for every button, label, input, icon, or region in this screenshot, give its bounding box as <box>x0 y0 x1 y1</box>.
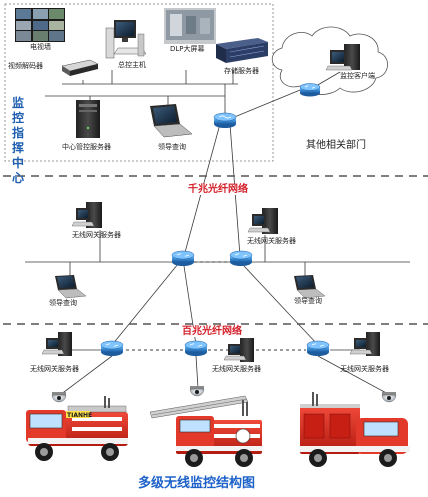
tv-wall-icon <box>15 8 65 42</box>
link-left-vehicle <box>111 263 179 346</box>
dome-camera-right-icon <box>381 392 397 403</box>
video-decoder-icon <box>61 59 99 76</box>
center-server-icon <box>76 100 100 138</box>
fire-truck-left <box>26 396 128 461</box>
vehicle-server-left-icon <box>41 332 72 356</box>
monitor-client-label: 监控客户端 <box>340 72 375 80</box>
video-decoder-label: 视频解码器 <box>8 62 43 70</box>
fire-truck-mid <box>149 395 262 467</box>
center-server-label: 中心管控服务器 <box>62 143 111 151</box>
center-laptop-icon <box>150 104 193 138</box>
dlp-screen-label: DLP大屏幕 <box>170 45 205 53</box>
mid-leader-query-right-label: 领导查询 <box>294 297 322 305</box>
vehicle-server-right-label: 无线网关服务器 <box>340 365 389 373</box>
center-frame <box>4 3 274 162</box>
mid-laptop-left-icon <box>55 275 87 299</box>
vehicle-router-right-icon <box>306 340 330 356</box>
gigabit-router-right-icon <box>229 250 253 266</box>
cloud-router-icon <box>299 83 321 97</box>
link-right-vehicle <box>243 265 319 346</box>
center-leader-query-label: 领导查询 <box>158 143 186 151</box>
dlp-screen-icon <box>164 8 216 44</box>
vehicle-router-left-icon <box>100 340 124 356</box>
wireless-server-left-icon <box>71 202 102 228</box>
other-dept-cloud <box>271 26 388 95</box>
vehicle-router-mid-icon <box>184 340 208 356</box>
hundred-mb-network-label: 百兆光纤网络 <box>180 326 244 337</box>
storage-server-icon <box>216 38 268 63</box>
monitor-client-icon <box>325 44 360 71</box>
dome-camera-mid-icon <box>189 386 205 397</box>
mid-wireless-server-right-label: 无线网关服务器 <box>247 237 296 245</box>
wireless-server-right-icon <box>247 208 278 234</box>
command-center-title: 监控 指挥 中心 <box>12 96 32 186</box>
command-center-title-line-3: 中心 <box>12 156 25 185</box>
main-host-icon <box>105 20 147 59</box>
other-dept-label: 其他相关部门 <box>306 140 366 151</box>
gigabit-network-label: 千兆光纤网络 <box>186 184 250 195</box>
mid-laptop-right-icon <box>294 275 326 299</box>
command-center-title-line-2: 指挥 <box>12 126 25 155</box>
fire-truck-right <box>300 392 410 467</box>
vehicle-server-left-label: 无线网关服务器 <box>30 365 79 373</box>
command-center-title-line-1: 监控 <box>12 96 25 125</box>
mid-wireless-server-left-label: 无线网关服务器 <box>72 231 121 239</box>
diagram-title: 多级无线监控结构图 <box>138 476 256 491</box>
vehicle-server-mid-label: 无线网关服务器 <box>212 365 261 373</box>
center-router-icon <box>213 112 237 128</box>
mid-leader-query-left-label: 领导查询 <box>49 299 77 307</box>
gigabit-router-left-icon <box>171 250 195 266</box>
tv-wall-label: 电视墙 <box>30 43 51 51</box>
vehicle-server-mid-icon <box>223 338 254 362</box>
dome-camera-left-icon <box>51 392 67 403</box>
storage-server-label: 存储服务器 <box>224 67 259 75</box>
vehicle-server-right-icon <box>349 332 380 356</box>
truck-plate-text: TIANHE <box>67 412 93 419</box>
main-host-label: 总控主机 <box>118 61 146 69</box>
